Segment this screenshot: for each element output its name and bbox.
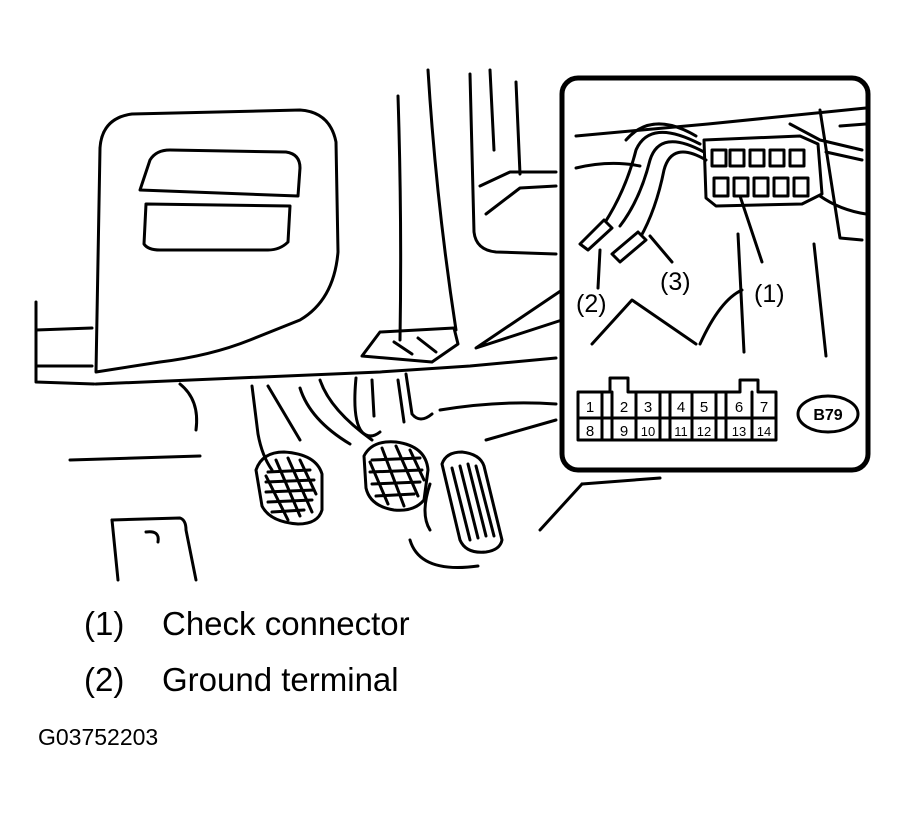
- pin-label: 3: [644, 399, 652, 416]
- pin-label: 7: [760, 399, 768, 416]
- pin-label: 8: [586, 423, 594, 440]
- pin-label: 11: [674, 424, 688, 439]
- pin-label: 1: [586, 399, 594, 416]
- legend-text: Ground terminal: [162, 661, 399, 698]
- legend-item: (2) Ground terminal: [84, 658, 399, 702]
- figure-code: G03752203: [38, 724, 159, 750]
- callout-2-label: (2): [576, 290, 607, 318]
- pin-label: 14: [757, 424, 771, 439]
- pin-label: 13: [732, 424, 746, 439]
- pin-label: 2: [620, 399, 628, 416]
- legend-text: Check connector: [162, 605, 410, 642]
- legend-number: (2): [84, 661, 125, 698]
- inset-connector-illustration: [574, 106, 868, 442]
- pin-label: 10: [641, 424, 655, 439]
- fuse-lid: [360, 326, 460, 364]
- callout-1-label: (1): [754, 280, 785, 308]
- dashboard-illustration: (1) (2) (3) 1 2 3 4 5 6 7 8 9 10 11 12 1…: [34, 68, 871, 582]
- clutch-pedal: [254, 450, 324, 526]
- connector-badge: B79: [813, 407, 842, 424]
- legend-item: (1) Check connector: [84, 602, 410, 646]
- storage-compartment: [94, 108, 340, 374]
- legend-number: (1): [84, 605, 125, 642]
- brake-pedal: [362, 440, 430, 512]
- pin-label: 4: [677, 399, 685, 416]
- accelerator-pedal: [440, 450, 504, 554]
- callout-3-label: (3): [660, 268, 691, 296]
- pin-label: 6: [735, 399, 743, 416]
- left-panel: [34, 300, 96, 386]
- pin-label: 12: [697, 424, 711, 439]
- pin-label: 5: [700, 399, 708, 416]
- pin-label: 9: [620, 423, 628, 440]
